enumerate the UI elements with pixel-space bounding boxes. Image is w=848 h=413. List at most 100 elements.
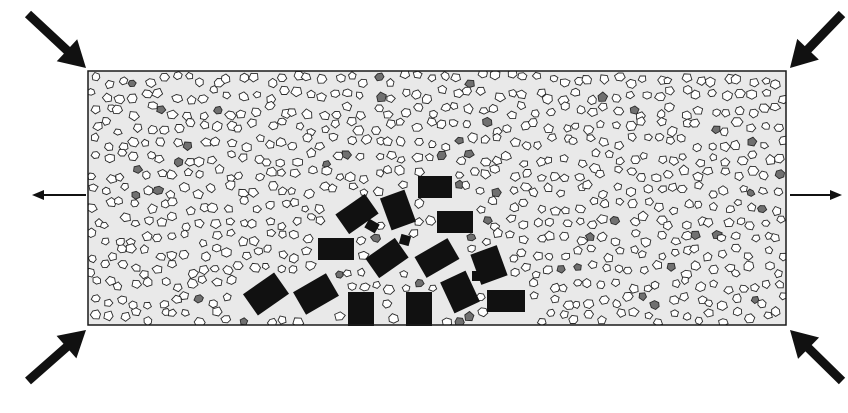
large-block (318, 238, 354, 260)
grain (511, 268, 519, 276)
grain (584, 311, 594, 319)
grain (186, 119, 195, 127)
grain (105, 143, 113, 151)
grain (210, 86, 217, 93)
grain (131, 221, 140, 227)
grain (519, 221, 528, 229)
grain (254, 248, 263, 255)
grain (442, 143, 450, 151)
grain (510, 255, 518, 262)
grain (517, 249, 526, 257)
grain (519, 199, 528, 206)
grain (673, 280, 681, 288)
grain (575, 174, 585, 181)
grain (628, 199, 638, 208)
grain (571, 88, 580, 96)
grain (226, 181, 235, 190)
grain (128, 152, 138, 161)
large-block (406, 292, 432, 326)
large-block (472, 271, 484, 281)
grain (262, 159, 271, 166)
grain (293, 318, 304, 328)
grain (429, 140, 436, 147)
grain (489, 104, 497, 112)
grain (708, 89, 717, 96)
grain (143, 171, 151, 179)
grain (101, 260, 110, 268)
grain (449, 120, 458, 127)
grain (531, 110, 539, 117)
grain (709, 143, 716, 150)
grain (462, 87, 471, 95)
grain (401, 109, 411, 118)
grain (575, 77, 583, 85)
grain (720, 128, 728, 136)
grain (343, 89, 352, 97)
grain (683, 221, 692, 229)
grain (336, 74, 345, 82)
grain (726, 206, 734, 213)
grain (102, 187, 110, 194)
grain (695, 201, 702, 208)
large-block (437, 211, 473, 233)
dark-grain (467, 234, 476, 241)
grain (293, 158, 303, 166)
grain (731, 244, 741, 252)
grain (563, 220, 572, 227)
grain (571, 123, 578, 129)
large-block (418, 176, 452, 198)
grain (277, 74, 286, 82)
grain (762, 123, 770, 130)
grain (490, 165, 500, 174)
dark-grain (336, 271, 344, 278)
grain (766, 262, 775, 270)
compression-top-left-arrow (18, 3, 96, 79)
grain (196, 170, 203, 178)
grain (276, 159, 285, 167)
grain (278, 265, 286, 273)
grain (733, 294, 742, 303)
grain (644, 185, 653, 194)
grain (695, 317, 702, 324)
grain (182, 310, 190, 317)
grain (148, 126, 157, 134)
grain (360, 283, 370, 291)
grain (463, 121, 471, 128)
dark-grain (437, 151, 446, 159)
grain (148, 152, 156, 160)
grain (643, 92, 651, 99)
grain (131, 200, 139, 207)
grain (400, 271, 408, 278)
grain (372, 127, 381, 135)
grain (174, 72, 183, 80)
dark-grain (174, 158, 183, 167)
tension-left-arrow (32, 190, 86, 200)
compression-top-right-arrow (779, 4, 848, 79)
grain (93, 277, 101, 284)
grain (266, 201, 274, 209)
grain (153, 234, 162, 242)
grain (735, 89, 746, 98)
grain (774, 188, 783, 196)
grain (422, 94, 431, 103)
grain (545, 218, 553, 226)
grain (462, 181, 469, 189)
grain (168, 198, 178, 206)
grain (718, 235, 726, 242)
grain (415, 139, 424, 146)
grain (289, 266, 297, 274)
grain (582, 76, 592, 84)
grain (470, 168, 479, 176)
grain (228, 151, 236, 158)
grain (731, 232, 740, 239)
grain (277, 118, 286, 125)
compression-bottom-left-arrow (18, 319, 96, 393)
grain (748, 151, 757, 159)
grain (652, 174, 661, 182)
grain (309, 166, 318, 174)
grain (759, 171, 768, 180)
dark-grain (128, 80, 136, 86)
grain (677, 135, 685, 143)
grain (709, 191, 717, 198)
